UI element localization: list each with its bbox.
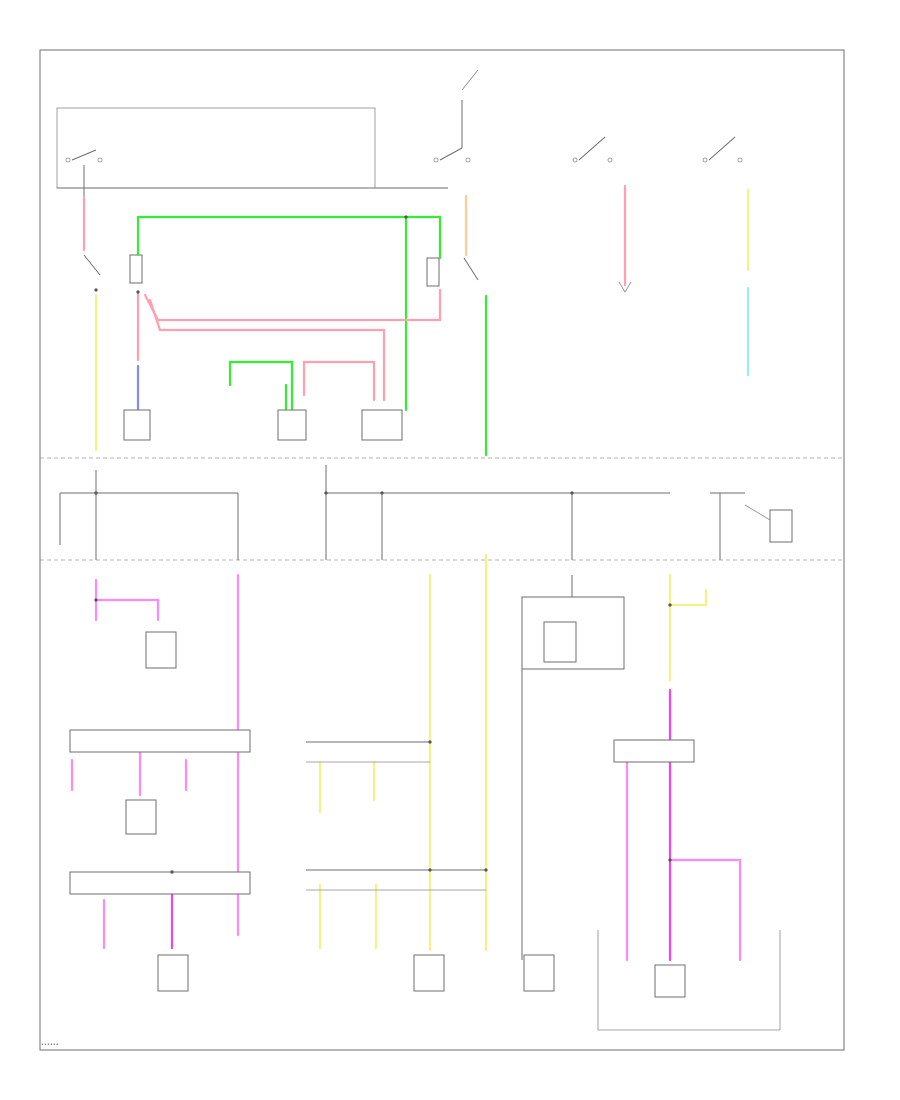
component-box-3 [361, 409, 403, 441]
load-box-bottom-3 [523, 954, 555, 992]
top-wires [82, 184, 750, 457]
load-components [125, 621, 686, 998]
bottom-wires [70, 553, 742, 962]
fuse-box-area [59, 465, 793, 560]
relay-right [426, 257, 479, 287]
ground-box-far-right [543, 621, 577, 663]
bottom-structure [69, 575, 781, 1031]
connector-strip-left-2 [69, 871, 251, 895]
load-box-upper-left [145, 631, 177, 669]
load-box-bottom-1 [157, 954, 189, 992]
component-box-1 [123, 409, 151, 441]
wire-green-small-1 [228, 360, 294, 412]
ignition-switch-outline [56, 107, 376, 189]
load-box-bottom-4 [654, 964, 686, 998]
load-box-bottom-2 [413, 954, 445, 992]
wire-pink-right-2 [668, 858, 742, 962]
connector-strip-left-1 [69, 729, 251, 753]
fuse-relay-box [769, 509, 793, 543]
wire-yellow-right-branch [668, 573, 708, 607]
splice-points [94, 215, 672, 874]
wire-green-bus-top [136, 215, 442, 260]
top-components [123, 409, 403, 441]
relay-left [83, 254, 143, 284]
wire-red-small [302, 360, 376, 402]
wire-pink-left-branch [94, 578, 160, 622]
connector-strip-right [613, 739, 695, 763]
component-box-2 [277, 409, 307, 441]
ignition-switch-area [56, 69, 743, 205]
wire-red-mid-1 [143, 288, 442, 322]
diagram-code-label: •••••• [41, 1042, 59, 1048]
diagram-border [39, 49, 845, 1051]
wire-red-mid-2 [148, 298, 386, 402]
load-box-lower-left [125, 799, 157, 835]
arrow-down-icon [618, 281, 632, 293]
